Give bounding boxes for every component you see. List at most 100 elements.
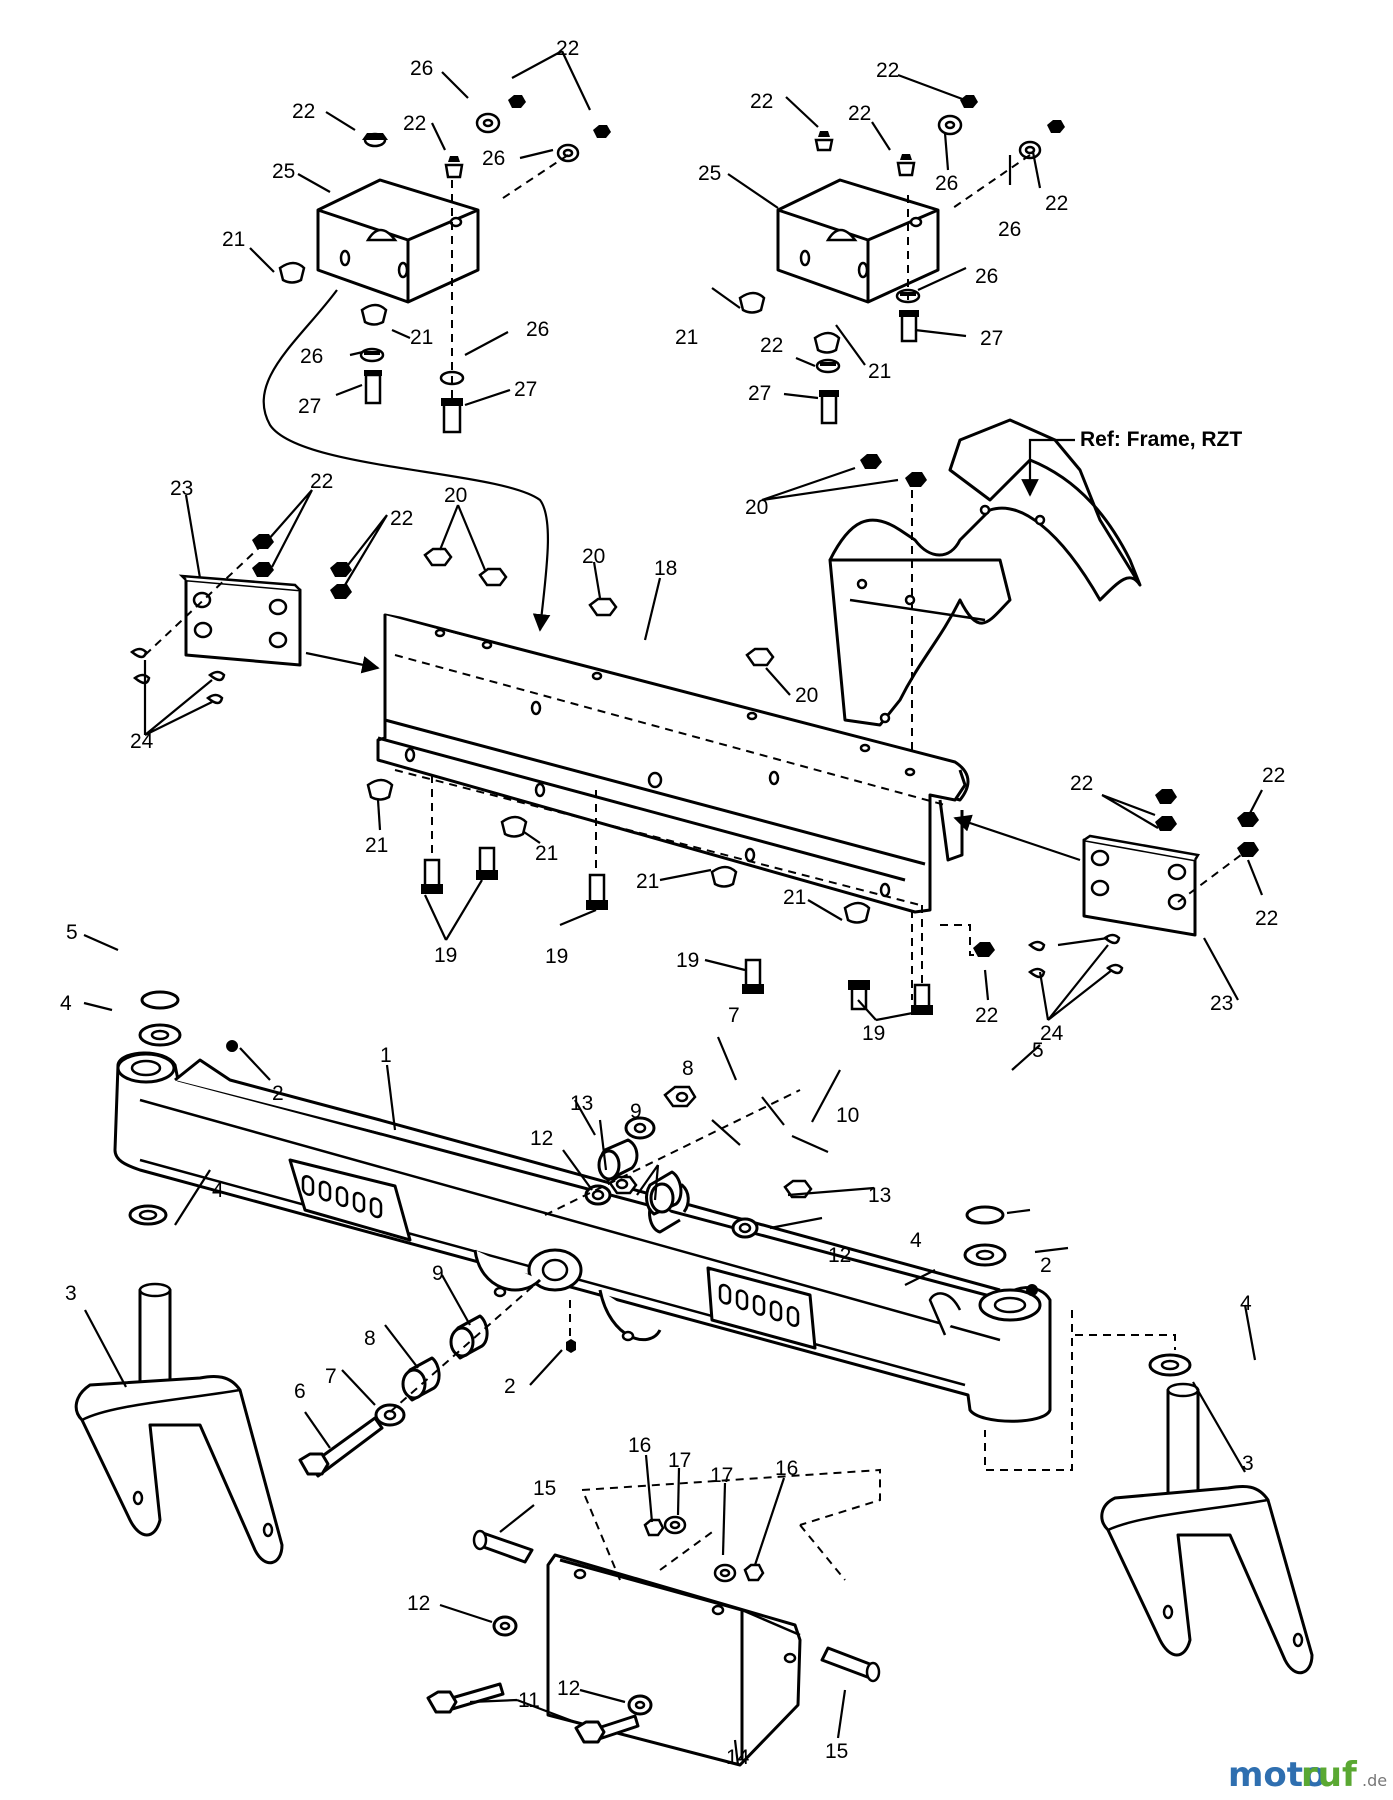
callout-4: 4 (212, 1179, 224, 1202)
callout-21: 21 (410, 326, 433, 349)
callout-20: 20 (582, 545, 605, 568)
callout-21: 21 (535, 842, 558, 865)
callout-5: 5 (1032, 1039, 1044, 1062)
callout-2: 2 (1040, 1254, 1052, 1277)
hardware-left-plate (129, 534, 775, 705)
snap-ring-right (965, 1205, 1005, 1225)
hardware-right-plate (973, 789, 1259, 979)
callout-21: 21 (675, 326, 698, 349)
svg-text:.de: .de (1362, 1771, 1387, 1790)
callout-20: 20 (795, 684, 818, 707)
callout-26: 26 (975, 265, 998, 288)
hardware-pivot (298, 1085, 813, 1478)
hardware-channel-bottom (366, 778, 933, 1015)
callout-8: 8 (682, 1057, 694, 1080)
callout-22: 22 (1262, 764, 1285, 787)
callout-19: 19 (676, 949, 699, 972)
callout-22: 22 (310, 470, 333, 493)
callout-22: 22 (750, 90, 773, 113)
spindle-right (1100, 1382, 1314, 1674)
callout-22: 22 (403, 112, 426, 135)
callout-26: 22 (760, 334, 783, 357)
callout-26: 26 (998, 218, 1021, 241)
callout-4: 4 (60, 992, 72, 1015)
callout-14: 14 (726, 1746, 750, 1769)
callout-5: 5 (66, 921, 78, 944)
callout-27: 27 (980, 327, 1003, 350)
leader-lines (83, 50, 1264, 1766)
callout-20: 20 (444, 484, 467, 507)
spindle-left (74, 1282, 284, 1564)
callout-23: 23 (170, 477, 193, 500)
callout-2: 2 (272, 1082, 284, 1105)
callout-22: 22 (1255, 907, 1278, 930)
callout-2: 2 (504, 1375, 516, 1398)
callout-15: 15 (533, 1477, 556, 1500)
callout-27: 27 (748, 382, 771, 405)
plate-right (1082, 834, 1201, 937)
callout-11: 11 (518, 1689, 540, 1712)
callout-9: 9 (432, 1262, 444, 1285)
callout-21: 21 (868, 360, 891, 383)
reference-label: Ref: Frame, RZT (1080, 428, 1242, 451)
callout-17: 17 (668, 1449, 691, 1472)
callout-23: 23 (1210, 992, 1233, 1015)
callout-16: 16 (628, 1434, 651, 1457)
callout-1: 1 (380, 1044, 392, 1067)
callout-21: 21 (636, 870, 659, 893)
callout-12: 12 (828, 1244, 851, 1267)
slot-row-right (718, 1283, 800, 1327)
svg-text:ruf: ruf (1301, 1755, 1358, 1795)
hardware-right-top (738, 95, 1065, 425)
callout-27: 27 (514, 378, 537, 401)
callout-8: 8 (364, 1327, 376, 1350)
lower-bracket (546, 1553, 802, 1767)
callout-4: 4 (1240, 1292, 1252, 1315)
callout-22: 22 (876, 59, 899, 82)
callout-22: 22 (975, 1004, 998, 1027)
callout-22: 22 (390, 507, 413, 530)
callout-22: 22 (292, 100, 315, 123)
callout-12: 12 (530, 1127, 553, 1150)
callout-22: 22 (848, 102, 871, 125)
plate-left (178, 574, 302, 667)
callout-4: 4 (910, 1229, 922, 1252)
callout-3: 3 (65, 1282, 77, 1305)
callout-17: 17 (710, 1464, 733, 1487)
svg-text:moto: moto (1228, 1755, 1326, 1795)
callout-26: 26 (482, 147, 505, 170)
callout-12: 12 (407, 1592, 430, 1615)
callout-10: 10 (836, 1104, 859, 1127)
callout-9: 9 (630, 1100, 642, 1123)
frame-reference (828, 418, 1142, 727)
callout-27: 27 (298, 395, 321, 418)
callout-24: 24 (1040, 1022, 1064, 1045)
callout-13: 13 (570, 1092, 593, 1115)
callout-6: 6 (294, 1380, 306, 1403)
callout-26: 26 (300, 345, 323, 368)
callout-25: 25 (698, 162, 721, 185)
bracket-right (776, 178, 940, 304)
hardware-lower-bracket (426, 1515, 881, 1744)
callout-13: 13 (868, 1184, 891, 1207)
snap-ring-left (140, 990, 180, 1010)
callout-18: 18 (654, 557, 677, 580)
callout-21: 21 (222, 228, 245, 251)
callout-19: 19 (434, 944, 457, 967)
callout-7: 7 (325, 1365, 337, 1388)
callout-22: 22 (556, 37, 579, 60)
watermark-logo: moto ruf .de (1228, 1755, 1387, 1795)
callout-21: 21 (365, 834, 388, 857)
callout-26: 26 (935, 172, 958, 195)
callout-21: 21 (783, 886, 806, 909)
callout-22: 22 (1070, 772, 1093, 795)
callout-19: 19 (862, 1022, 885, 1045)
callout-3: 3 (1242, 1452, 1254, 1475)
axle-beam (113, 1051, 1052, 1423)
callouts: 22 26 22 22 26 25 21 21 26 26 27 27 22 2… (60, 37, 1285, 1769)
callout-19: 19 (545, 945, 568, 968)
callout-25: 25 (272, 160, 295, 183)
callout-24: 24 (130, 730, 154, 753)
callout-7: 7 (728, 1004, 740, 1027)
